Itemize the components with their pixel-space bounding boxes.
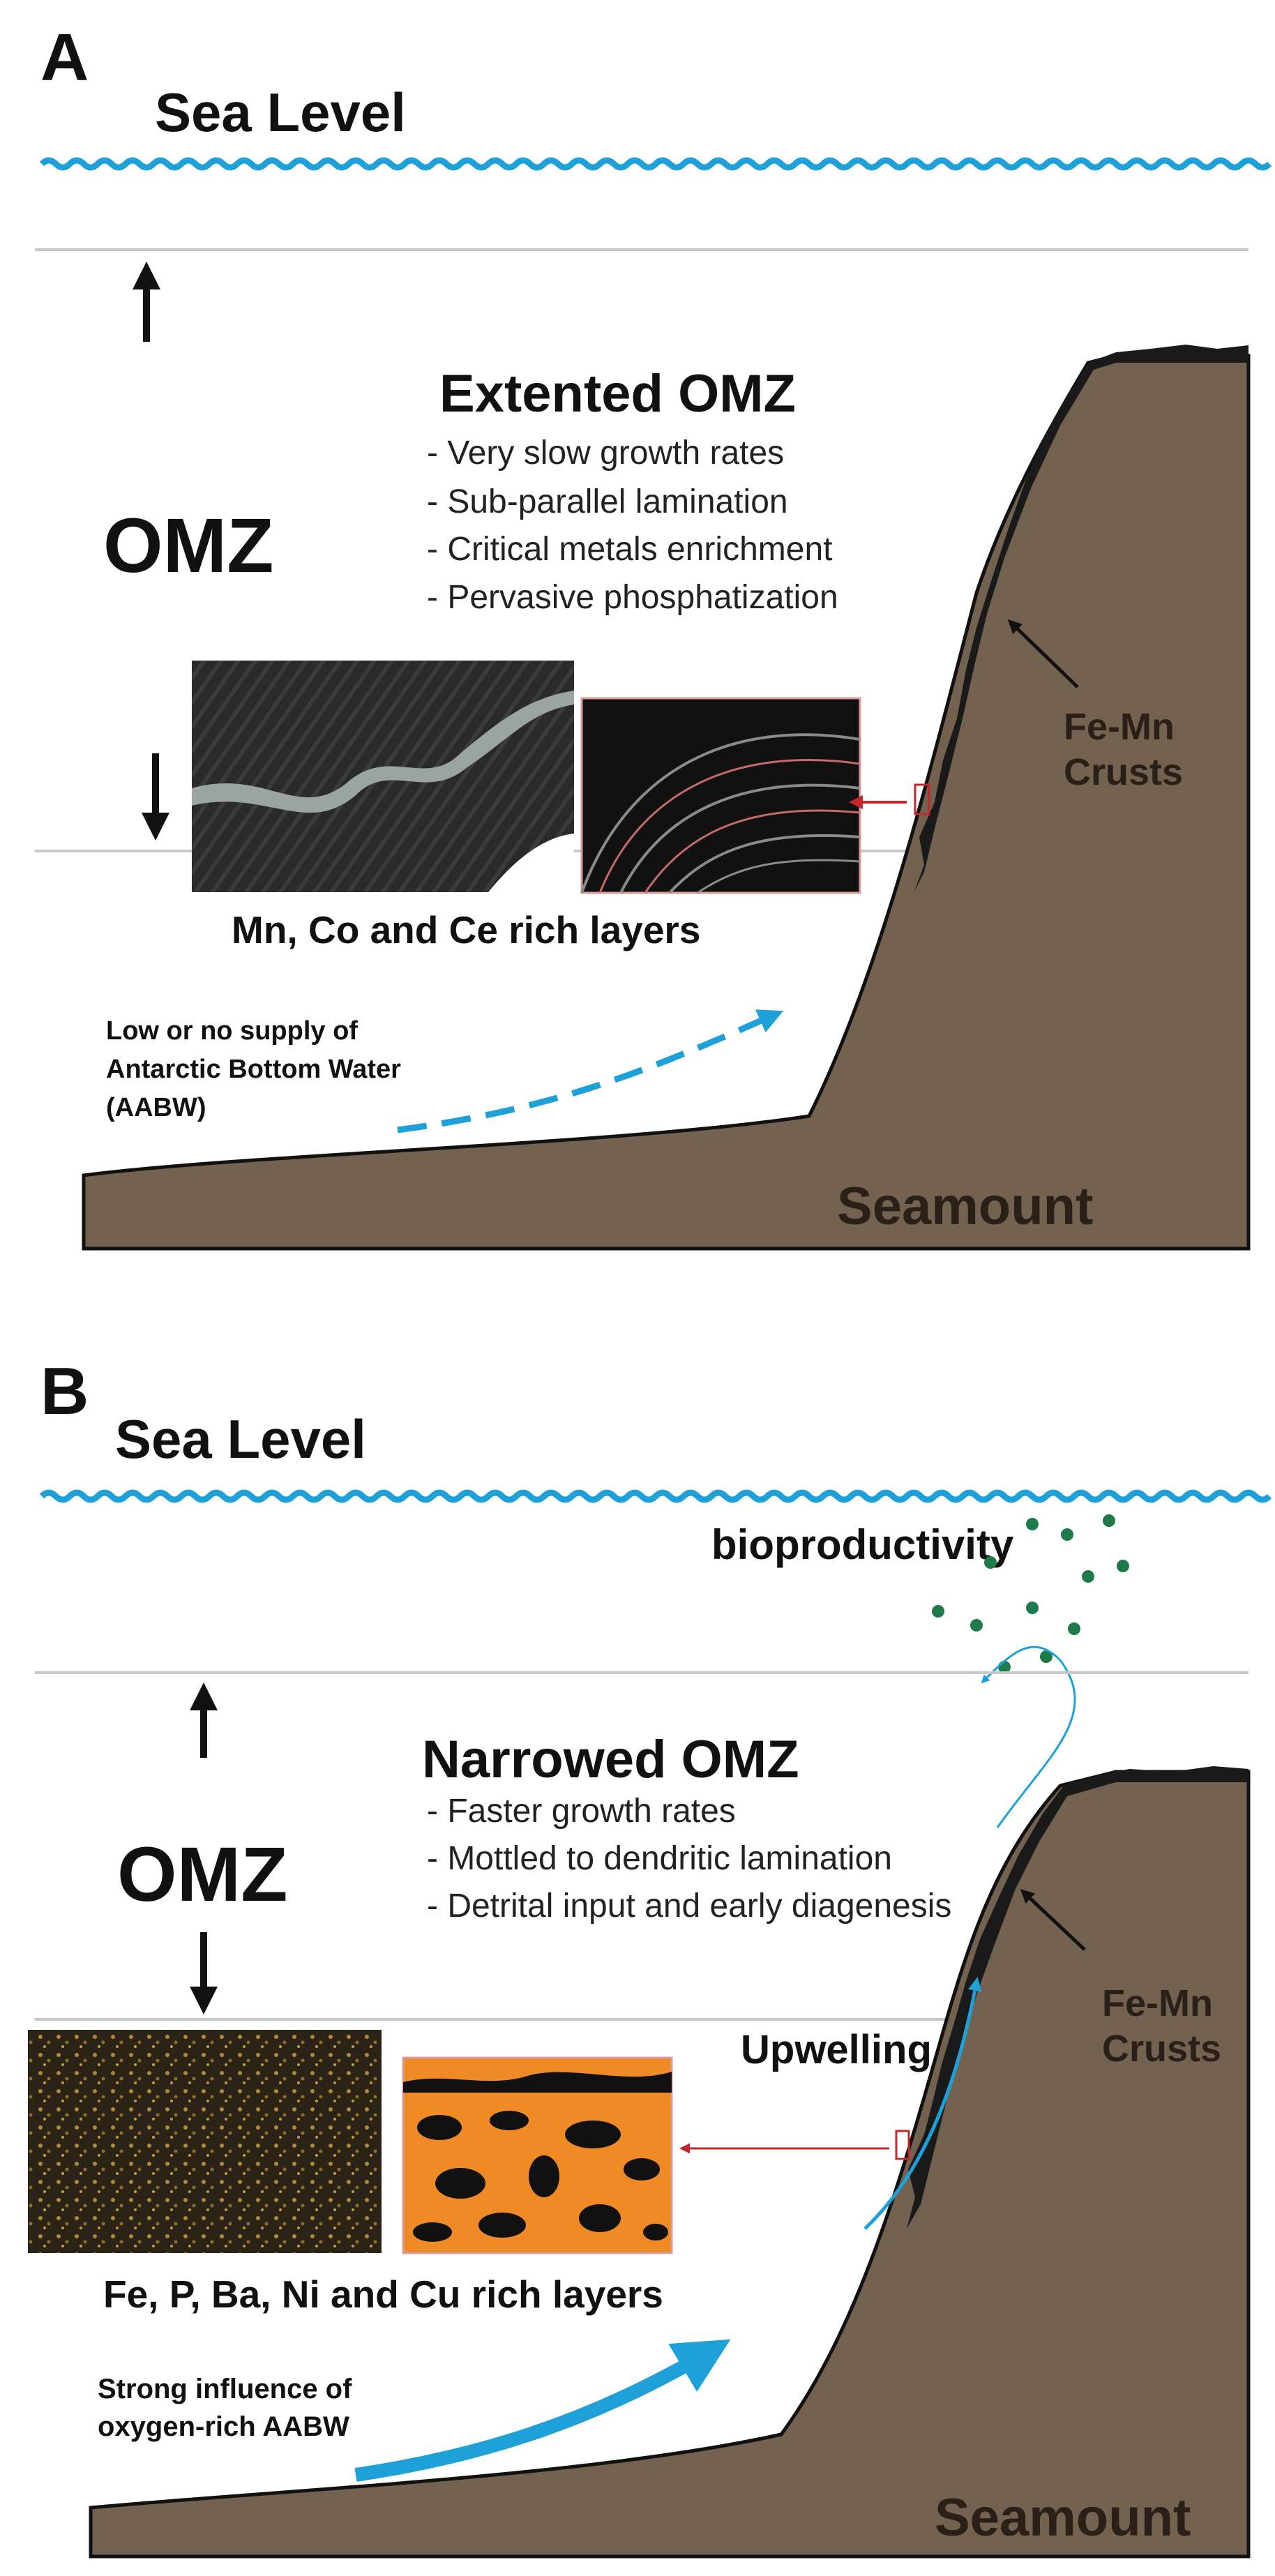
sample-box-a bbox=[914, 783, 930, 815]
seamount-label-b: Seamount bbox=[935, 2488, 1191, 2547]
aabw-flow-arrow-b bbox=[354, 2339, 731, 2482]
bioproductivity-label: bioproductivity bbox=[711, 1521, 1014, 1568]
crust-pointer-arrow-a bbox=[1007, 619, 1079, 688]
panel-b: B Sea Level bioproductivity OMZ Narrowed… bbox=[28, 1354, 1272, 2559]
aabw-flow-arrow-a bbox=[397, 1009, 784, 1133]
layers-caption-b: Fe, P, Ba, Ni and Cu rich layers bbox=[103, 2273, 663, 2316]
upwelling-label: Upwelling bbox=[741, 2027, 932, 2072]
crust-label-a-line2: Crusts bbox=[1064, 751, 1183, 793]
omz-title-a: Extented OMZ bbox=[439, 364, 796, 423]
crust-label-b-line2: Crusts bbox=[1102, 2028, 1221, 2070]
omz-bullet-a-2: - Sub-parallel lamination bbox=[427, 483, 788, 520]
bioproductivity-particles bbox=[932, 1514, 1129, 1673]
omz-bullet-b-2: - Mottled to dendritic lamination bbox=[427, 1840, 892, 1877]
sample-box-b bbox=[895, 2130, 910, 2160]
water-label-a-line1: Low or no supply of bbox=[106, 1016, 358, 1046]
omz-label-b: OMZ bbox=[117, 1832, 287, 1918]
water-label-b-line1: Strong influence of bbox=[98, 2374, 352, 2404]
fe-mn-crust-a bbox=[914, 345, 1248, 893]
sea-surface-wave-a bbox=[39, 157, 1272, 171]
crust-label-b-line1: Fe-Mn bbox=[1102, 1982, 1213, 2024]
lamination-sketch-a bbox=[580, 697, 861, 894]
crust-photo-b bbox=[28, 2030, 382, 2253]
crust-label-a-line1: Fe-Mn bbox=[1064, 706, 1175, 748]
seamount-a bbox=[82, 354, 1251, 1251]
layers-caption-a: Mn, Co and Ce rich layers bbox=[232, 908, 700, 951]
dendritic-sketch-b bbox=[402, 2056, 673, 2254]
seamount-label-a: Seamount bbox=[837, 1177, 1093, 1236]
omz-bullet-b-3: - Detrital input and early diagenesis bbox=[427, 1888, 951, 1925]
panel-a: A Sea Level OMZ Extented OMZ - Very slow… bbox=[35, 20, 1272, 1251]
crust-photo-a bbox=[192, 661, 574, 892]
panel-a-letter: A bbox=[40, 20, 89, 95]
omz-bullet-a-1: - Very slow growth rates bbox=[427, 435, 784, 472]
sea-level-label-b: Sea Level bbox=[115, 1408, 366, 1470]
water-label-a-line2: Antarctic Bottom Water bbox=[106, 1055, 401, 1084]
omz-bullet-a-3: - Critical metals enrichment bbox=[427, 531, 832, 568]
omz-label-a: OMZ bbox=[103, 503, 273, 589]
omz-bullet-a-4: - Pervasive phosphatization bbox=[427, 579, 838, 616]
crust-pointer-arrow-b bbox=[1020, 1889, 1086, 1951]
omz-title-b: Narrowed OMZ bbox=[422, 1730, 799, 1789]
water-label-a-line3: (AABW) bbox=[106, 1093, 206, 1122]
sea-level-label-a: Sea Level bbox=[155, 82, 406, 143]
upwelling-arrow bbox=[863, 1977, 982, 2230]
sea-surface-wave-b bbox=[39, 1489, 1272, 1503]
seamount-b bbox=[89, 1770, 1251, 2559]
omz-bullet-b-1: - Faster growth rates bbox=[427, 1793, 736, 1830]
water-label-b-line2: oxygen-rich AABW bbox=[98, 2411, 349, 2442]
panel-b-letter: B bbox=[40, 1354, 89, 1429]
